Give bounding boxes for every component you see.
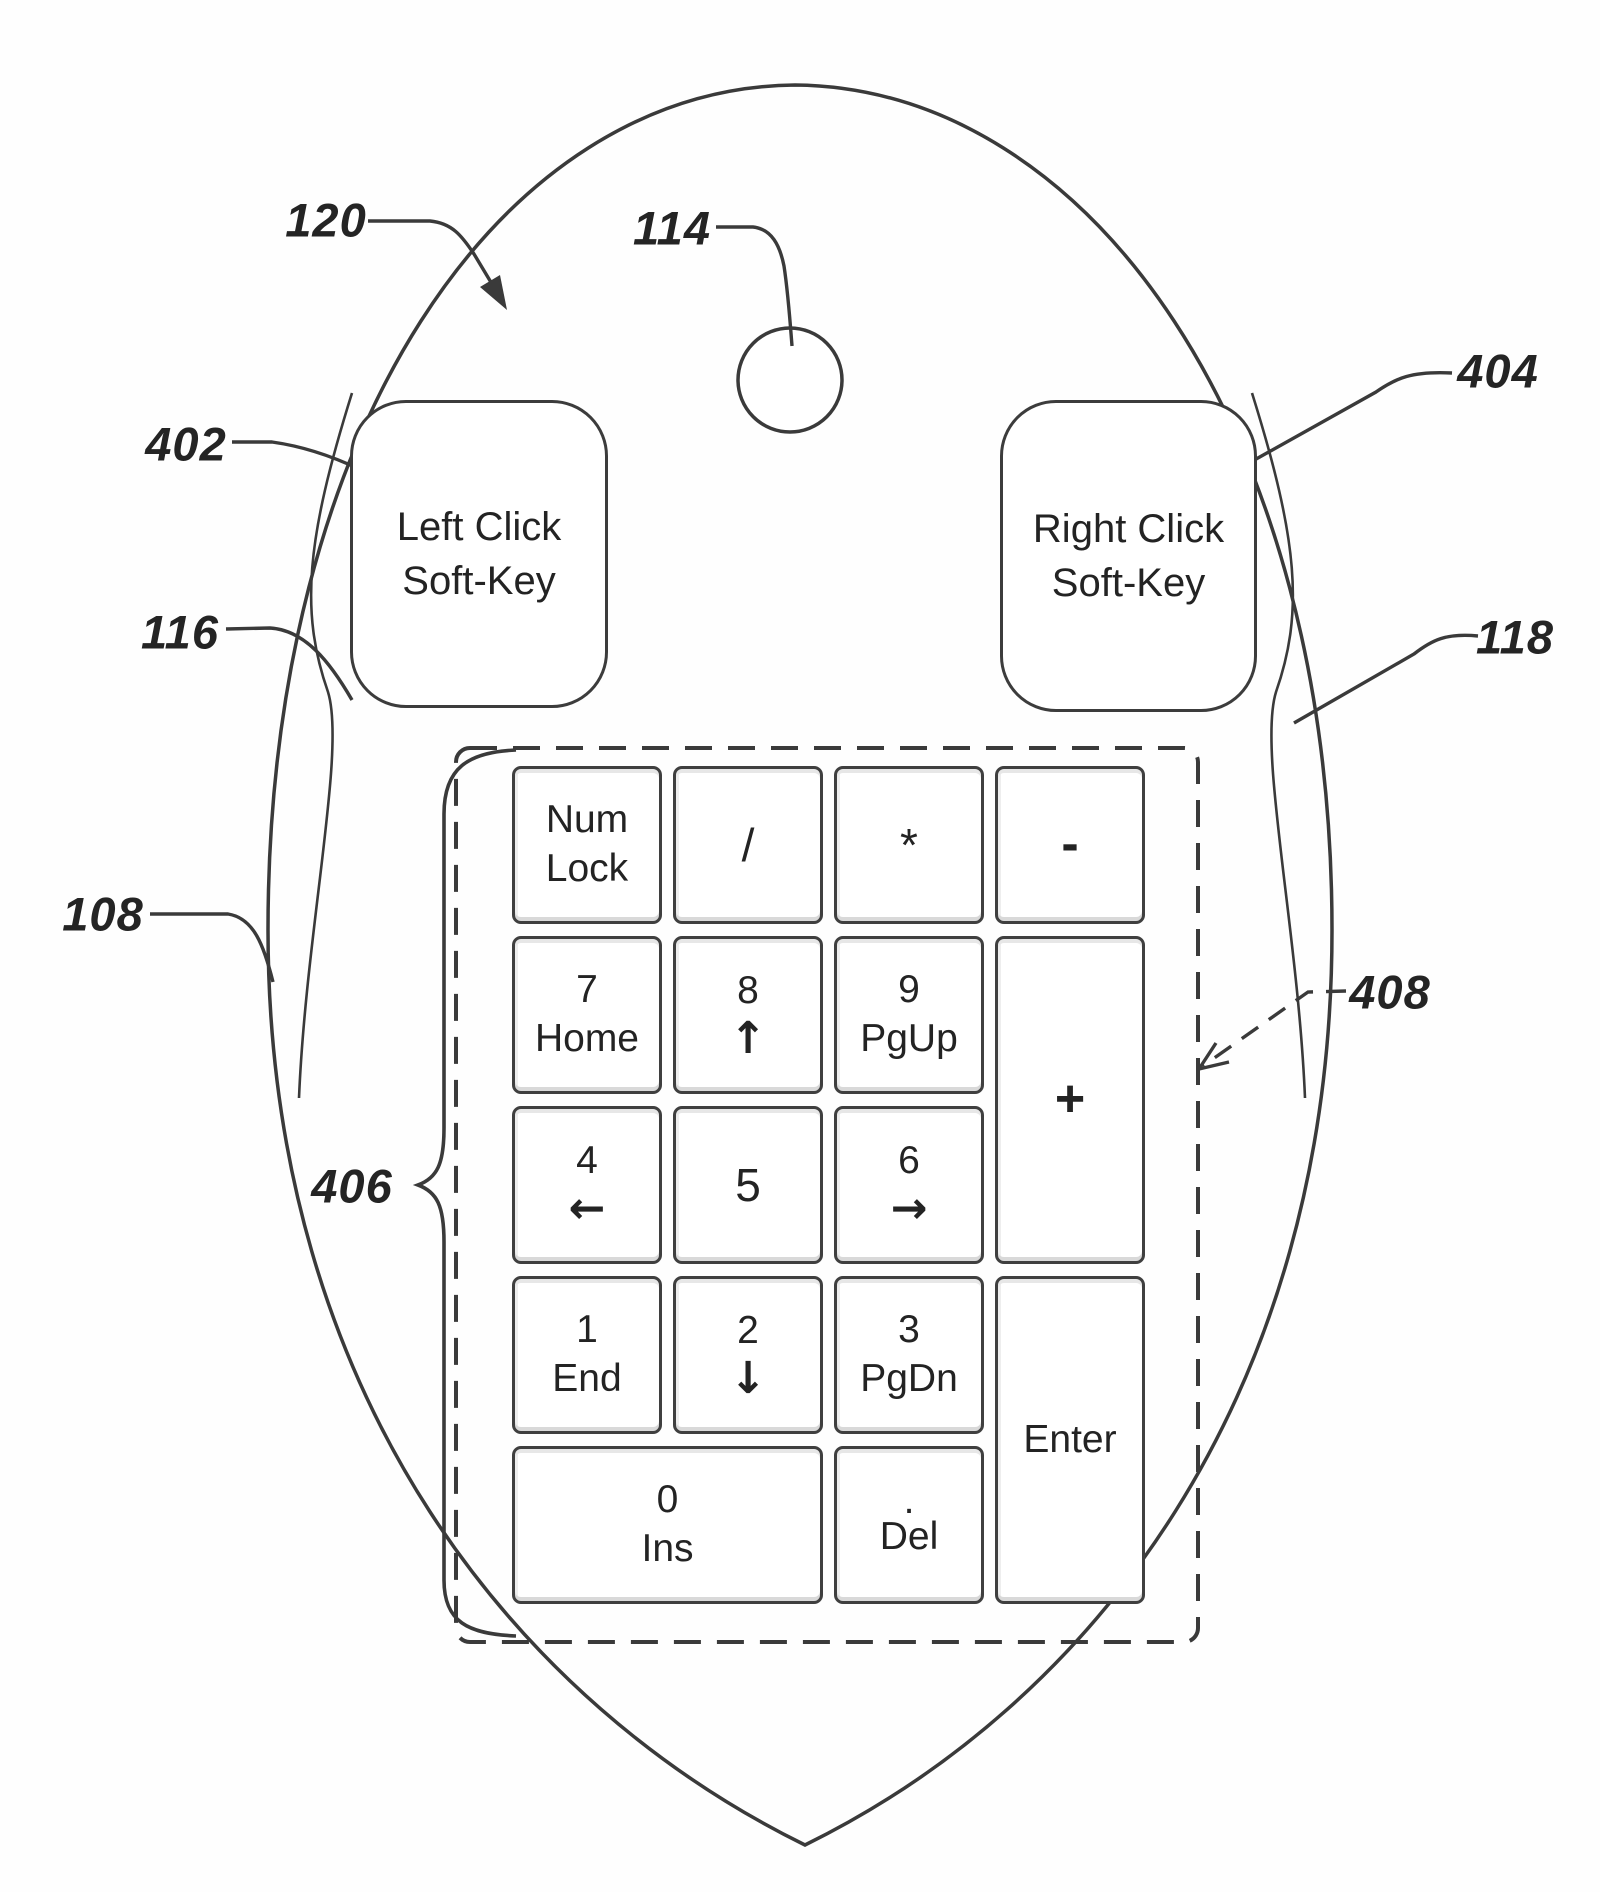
key-4-left-label: 4 bbox=[576, 1138, 598, 1182]
scroll-wheel bbox=[736, 326, 844, 434]
key-multiply: * bbox=[834, 766, 984, 924]
key-7-home-label-line1: 7 bbox=[576, 968, 598, 1012]
ref-label-114: 114 bbox=[633, 201, 711, 255]
key-4-left: 4 ← bbox=[512, 1106, 662, 1264]
key-0-ins: 0 Ins bbox=[512, 1446, 823, 1604]
key-enter: Enter bbox=[995, 1276, 1145, 1604]
key-9-pgup: 9 PgUp bbox=[834, 936, 984, 1094]
left-arrow-icon: ← bbox=[568, 1183, 606, 1235]
ref-label-118: 118 bbox=[1476, 610, 1554, 664]
leader-114 bbox=[716, 225, 794, 347]
leader-404 bbox=[1223, 370, 1453, 479]
key-2-down-label: 2 bbox=[737, 1308, 759, 1352]
key-plus-label: + bbox=[1054, 1070, 1086, 1129]
down-arrow-icon: ↓ bbox=[729, 1353, 767, 1405]
key-dot-del-label-line2: Del bbox=[879, 1515, 939, 1559]
key-divide: / bbox=[673, 766, 823, 924]
key-6-right-label: 6 bbox=[898, 1138, 920, 1182]
right-arrow-icon: → bbox=[890, 1183, 928, 1235]
key-plus: + bbox=[995, 936, 1145, 1264]
key-0-ins-label-line2: Ins bbox=[641, 1527, 694, 1570]
key-2-down: 2 ↓ bbox=[673, 1276, 823, 1434]
key-1-end-label-line2: End bbox=[552, 1357, 622, 1400]
ref-label-120: 120 bbox=[285, 193, 367, 247]
key-divide-label: / bbox=[741, 818, 755, 871]
key-0-ins-label-line1: 0 bbox=[656, 1478, 679, 1522]
key-dot-del: . Del bbox=[834, 1446, 984, 1604]
ref-label-404: 404 bbox=[1457, 344, 1539, 398]
ref-label-406: 406 bbox=[311, 1159, 393, 1213]
mouse-body-outline bbox=[266, 83, 1334, 1847]
key-8-up-label: 8 bbox=[737, 968, 759, 1012]
leader-116 bbox=[225, 626, 354, 701]
key-6-right: 6 → bbox=[834, 1106, 984, 1264]
left-click-soft-key: Left Click Soft-Key bbox=[350, 400, 608, 708]
left-click-soft-key-label-line2: Soft-Key bbox=[402, 559, 556, 603]
key-dot-del-label-line1: . bbox=[903, 1478, 915, 1522]
key-7-home: 7 Home bbox=[512, 936, 662, 1094]
right-click-soft-key-label-line1: Right Click bbox=[1032, 507, 1225, 551]
key-num-lock-label-line2: Lock bbox=[545, 847, 629, 890]
key-1-end-label-line1: 1 bbox=[576, 1308, 598, 1352]
leader-408 bbox=[1202, 989, 1347, 1068]
key-num-lock-label-line1: Num bbox=[545, 798, 629, 842]
up-arrow-icon: ↑ bbox=[729, 1013, 767, 1065]
key-7-home-label-line2: Home bbox=[534, 1017, 640, 1060]
ref-label-408: 408 bbox=[1349, 965, 1431, 1019]
key-8-up: 8 ↑ bbox=[673, 936, 823, 1094]
key-5: 5 bbox=[673, 1106, 823, 1264]
key-3-pgdn-label-line2: PgDn bbox=[860, 1357, 958, 1400]
leader-120-arrowhead bbox=[480, 275, 507, 310]
keypad-boundary-dashed bbox=[454, 746, 1200, 1644]
ref-label-116: 116 bbox=[141, 605, 219, 659]
leader-118 bbox=[1293, 633, 1479, 725]
right-click-soft-key-label-line2: Soft-Key bbox=[1051, 561, 1206, 605]
ref-label-402: 402 bbox=[145, 417, 227, 471]
key-num-lock: Num Lock bbox=[512, 766, 662, 924]
left-side-seam-line bbox=[297, 392, 354, 1099]
key-enter-label: Enter bbox=[1023, 1417, 1117, 1461]
key-9-pgup-label-line1: 9 bbox=[898, 968, 920, 1012]
keypad-brace bbox=[412, 748, 517, 1638]
ref-label-108: 108 bbox=[62, 887, 144, 941]
leader-108 bbox=[150, 912, 275, 983]
right-click-soft-key: Right Click Soft-Key bbox=[1000, 400, 1257, 712]
key-5-label: 5 bbox=[735, 1158, 761, 1211]
key-minus-label: - bbox=[1061, 815, 1079, 874]
left-click-soft-key-label-line1: Left Click bbox=[396, 505, 562, 549]
key-9-pgup-label-line2: PgUp bbox=[860, 1017, 958, 1060]
leader-120 bbox=[368, 219, 494, 285]
key-1-end: 1 End bbox=[512, 1276, 662, 1434]
key-minus: - bbox=[995, 766, 1145, 924]
key-multiply-label: * bbox=[900, 818, 918, 871]
key-3-pgdn: 3 PgDn bbox=[834, 1276, 984, 1434]
right-side-seam-line bbox=[1250, 392, 1307, 1099]
key-3-pgdn-label-line1: 3 bbox=[898, 1308, 920, 1352]
leader-408-arrowhead bbox=[1197, 1042, 1230, 1071]
